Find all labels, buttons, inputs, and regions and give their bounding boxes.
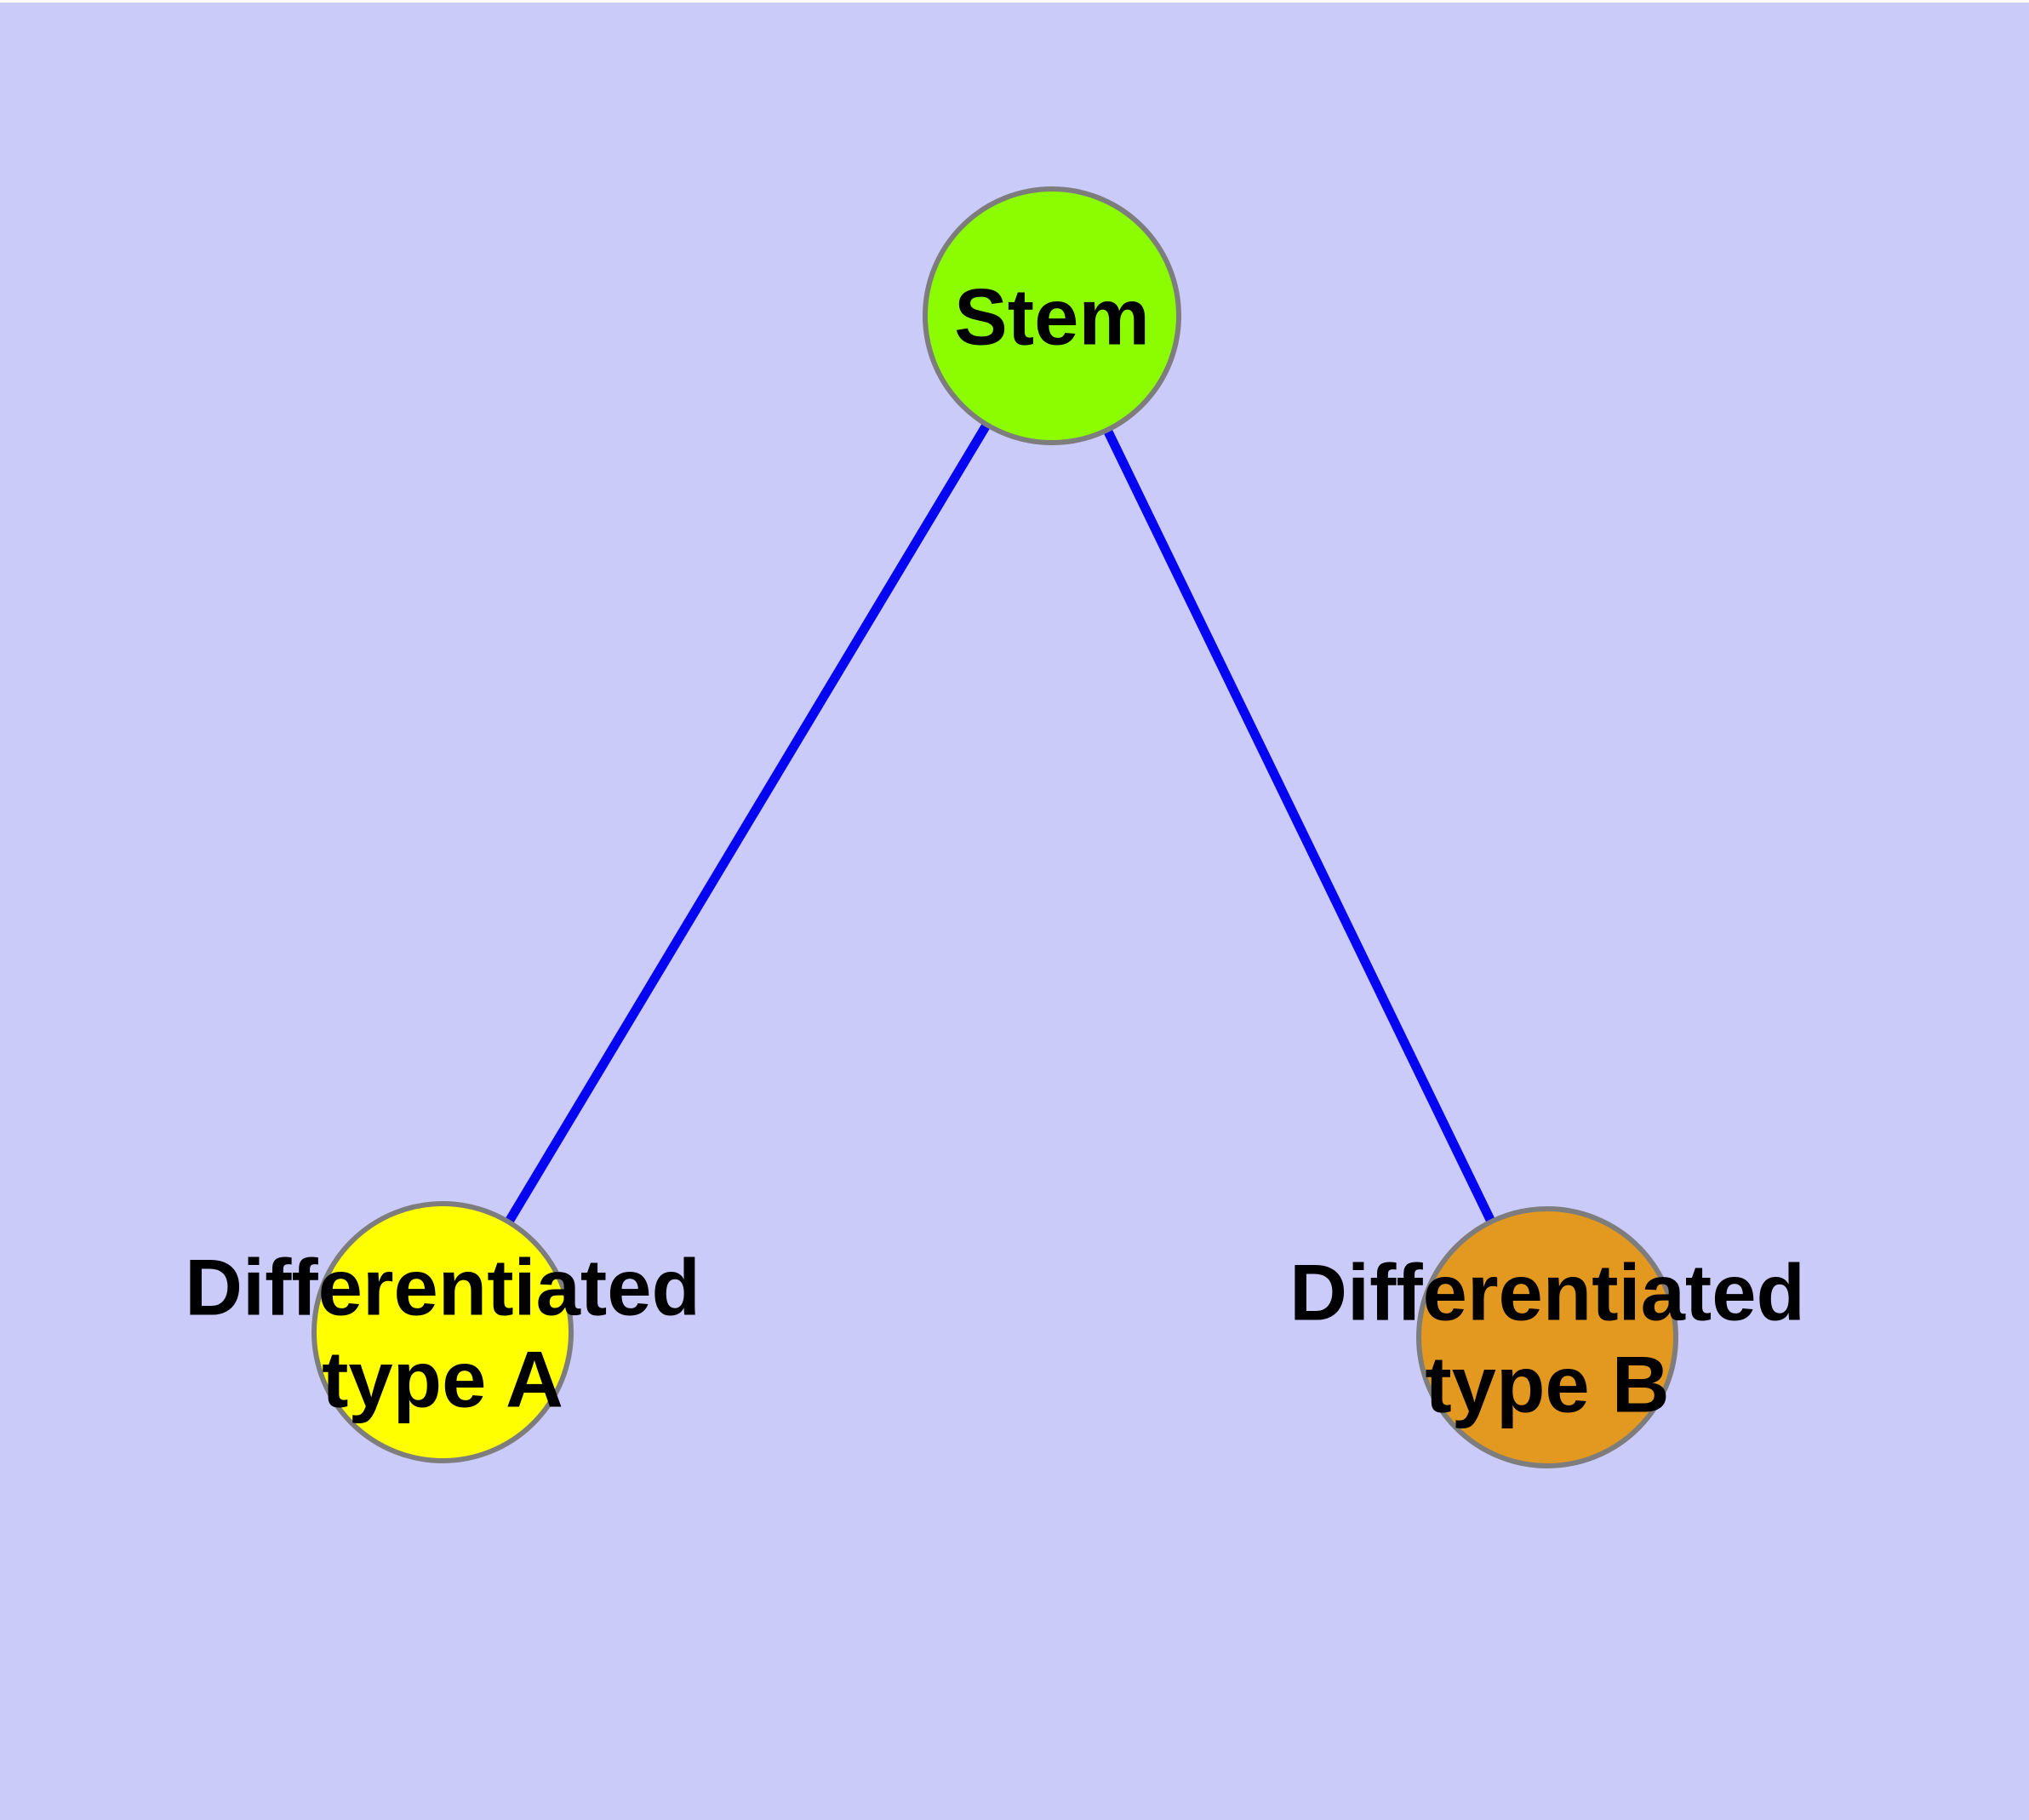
node-type-a-label-line1: Differentiated — [185, 1243, 700, 1332]
edge-stem-to-type-b — [1048, 313, 1552, 1340]
node-stem — [923, 186, 1181, 445]
node-type-a — [311, 1201, 574, 1463]
node-type-b-label-line2: type B — [1425, 1340, 1669, 1429]
node-type-a-label-line2: type A — [322, 1335, 563, 1424]
edge-stem-to-type-a — [438, 313, 1056, 1335]
node-type-b-label-line1: Differentiated — [1289, 1248, 1805, 1337]
node-type-b — [1416, 1206, 1678, 1468]
node-stem-label: Stem — [954, 272, 1150, 362]
